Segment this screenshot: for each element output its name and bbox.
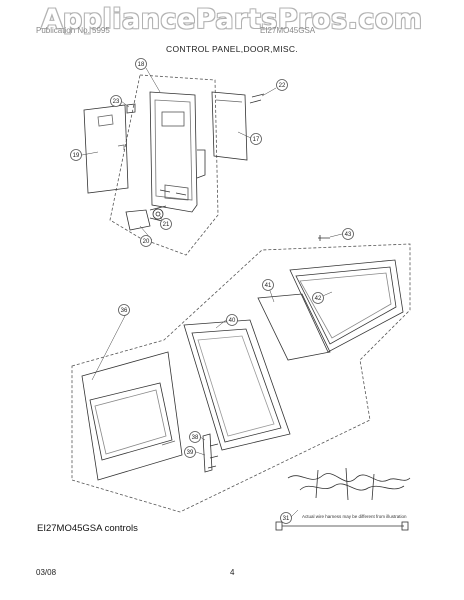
page-title: CONTROL PANEL,DOOR,MISC. <box>166 44 298 54</box>
callout-38: 38 <box>189 431 201 443</box>
door-glass <box>257 293 331 361</box>
callout-19-label: 19 <box>73 153 80 159</box>
header-publication-number: Publication No. 5995 <box>36 26 110 35</box>
footer-date: 03/08 <box>36 568 57 577</box>
callout-19: 19 <box>70 149 82 161</box>
callout-38-label: 38 <box>192 435 199 441</box>
callout-43: 43 <box>342 228 354 240</box>
control-board-cover <box>211 91 248 161</box>
harness-note: Actual wire harness may be different fro… <box>302 514 407 519</box>
door-group-outline <box>71 243 411 513</box>
control-panel-housing <box>149 91 198 213</box>
callout-22-label: 22 <box>279 83 286 89</box>
header-model-number: EI27MO45GSA <box>260 26 316 35</box>
watermark: AppliancePartsPros.com <box>41 4 423 35</box>
wire-harness <box>287 473 411 482</box>
screw <box>318 235 330 241</box>
callout-18-label: 18 <box>138 62 145 68</box>
callout-18: 18 <box>135 58 147 70</box>
control-panel-group-outline <box>109 74 219 256</box>
callout-21-label: 21 <box>163 222 170 228</box>
callout-23: 23 <box>110 95 122 107</box>
callout-42-label: 42 <box>315 296 322 302</box>
control-knob-bracket <box>125 209 151 231</box>
callout-31-label: 31 <box>283 516 290 522</box>
callout-41: 41 <box>262 279 274 291</box>
callout-43-label: 43 <box>345 232 352 238</box>
callout-17-label: 17 <box>253 137 260 143</box>
footer-page-number: 4 <box>230 568 235 577</box>
control-panel-overlay <box>83 104 129 194</box>
callout-36-label: 36 <box>121 308 128 314</box>
callout-36: 36 <box>118 304 130 316</box>
callout-40-label: 40 <box>229 318 236 324</box>
callout-40: 40 <box>226 314 238 326</box>
callout-20-label: 20 <box>143 239 150 245</box>
outer-door-panel <box>81 351 183 481</box>
callout-39: 39 <box>184 446 196 458</box>
callout-22: 22 <box>276 79 288 91</box>
callout-20: 20 <box>140 235 152 247</box>
door-frame <box>289 259 404 353</box>
callout-23-label: 23 <box>113 99 120 105</box>
callout-31: 31 <box>280 512 292 524</box>
callout-41-label: 41 <box>265 283 272 289</box>
callout-21: 21 <box>160 218 172 230</box>
callout-17: 17 <box>250 133 262 145</box>
callout-39-label: 39 <box>187 450 194 456</box>
callout-42: 42 <box>312 292 324 304</box>
door-latch-assembly <box>202 433 213 473</box>
diagram-caption: EI27MO45GSA controls <box>37 523 138 534</box>
